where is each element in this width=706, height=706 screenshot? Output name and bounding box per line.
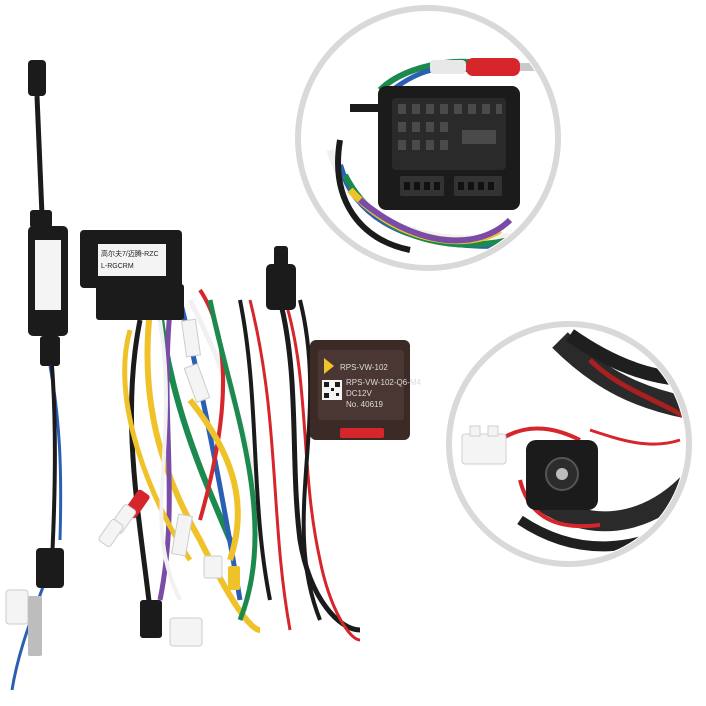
power-plug <box>266 264 296 310</box>
decoder-label-line-2: RPS-VW-102-Q6-M4 <box>346 378 422 387</box>
white-plug <box>461 433 507 465</box>
inset-connector-closeup <box>295 5 561 271</box>
decoder-label-line-4: No. 40619 <box>346 400 383 409</box>
decoder-model-label: RPS-VW-102 <box>340 363 388 372</box>
harness-block-sticker <box>98 244 166 276</box>
rca-plug-red <box>466 58 520 76</box>
harness-label-line-1: 高尔夫7/迈腾-RZC <box>101 249 159 258</box>
decoder-label-line-3: DC12V <box>346 389 372 398</box>
canbus-decoder-box: RPS-VW-102 RPS-VW-102-Q6-M4 DC12V No. 40… <box>310 340 422 440</box>
inset-round-connector-closeup <box>446 321 692 567</box>
harness-label-line-2: L-RGCRM <box>101 263 134 270</box>
brand-logo-icon <box>324 358 334 374</box>
main-wiring-harness: 高尔夫7/迈腾-RZC L-RGCRM <box>5 60 361 691</box>
antenna-plug-top <box>28 60 46 96</box>
